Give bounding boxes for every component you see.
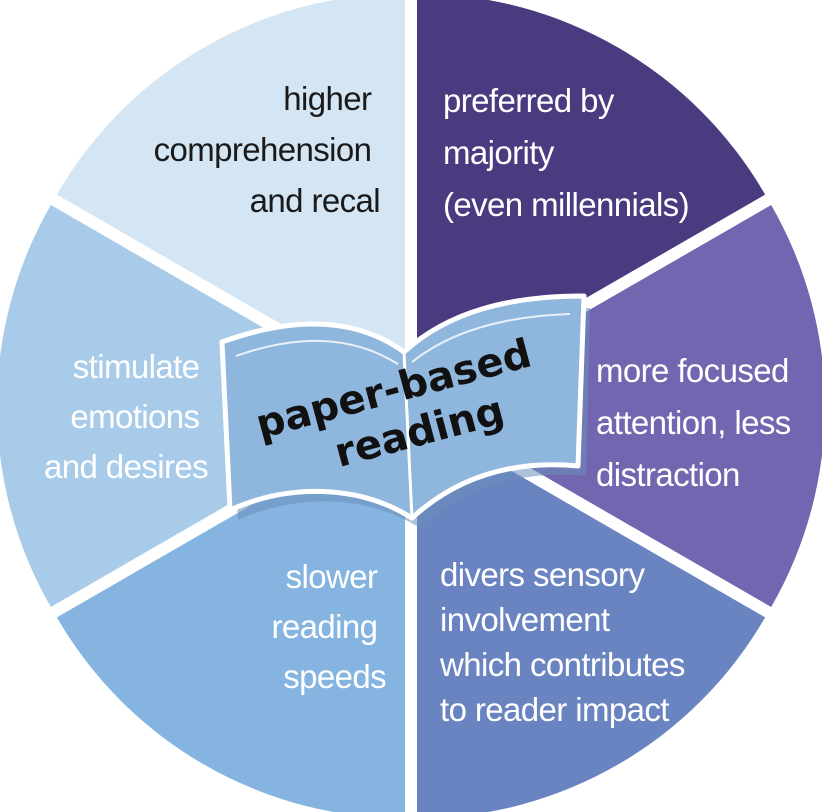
segment-slower-line: slower [286, 558, 378, 595]
open-book-icon [219, 293, 590, 528]
segment-preferred: preferred by majority (even millennials) [417, 0, 766, 396]
segment-focused-wedge [423, 205, 822, 607]
segment-sensory-line: which contributes [439, 646, 685, 683]
segment-comprehension-line: higher [283, 80, 372, 117]
segment-slower-text: slower reading speeds [272, 558, 387, 695]
segment-emotions-text: stimulate emotions and desires [44, 348, 208, 485]
segment-sensory-line: to reader impact [440, 691, 669, 728]
segment-preferred-text: preferred by majority (even millennials) [443, 82, 689, 223]
segment-comprehension-wedge [56, 0, 405, 396]
segment-slower-line: reading [272, 608, 378, 645]
segment-focused-text: more focused attention, less distraction [596, 352, 799, 493]
segment-focused: more focused attention, less distraction [423, 205, 822, 607]
segment-sensory: divers sensory involvement which contrib… [417, 416, 766, 812]
segment-comprehension-text: higher comprehension and recal [154, 80, 380, 219]
segment-sensory-wedge [417, 416, 766, 812]
segment-comprehension-line: comprehension [154, 131, 372, 168]
segment-emotions: stimulate emotions and desires [0, 205, 399, 607]
segment-sensory-line: divers sensory [440, 556, 645, 593]
segment-emotions-line: and desires [44, 448, 208, 485]
segment-slower-line: speeds [283, 658, 386, 695]
segment-emotions-line: stimulate [73, 348, 200, 385]
segment-comprehension: higher comprehension and recal [56, 0, 405, 396]
segment-emotions-wedge [0, 205, 399, 607]
segment-preferred-wedge [417, 0, 766, 396]
segment-sensory-line: involvement [440, 601, 610, 638]
segment-comprehension-line: and recal [250, 182, 380, 219]
segment-focused-line: distraction [596, 456, 740, 493]
segment-sensory-text: divers sensory involvement which contrib… [439, 556, 693, 728]
segment-slower: slower reading speeds [56, 416, 405, 812]
segment-focused-line: more focused [596, 352, 789, 389]
segment-preferred-line: (even millennials) [443, 186, 689, 223]
segment-emotions-line: emotions [70, 398, 199, 435]
segment-preferred-line: majority [443, 134, 555, 171]
segment-preferred-line: preferred by [443, 82, 615, 119]
segment-focused-line: attention, less [596, 404, 791, 441]
segment-slower-wedge [56, 416, 405, 812]
